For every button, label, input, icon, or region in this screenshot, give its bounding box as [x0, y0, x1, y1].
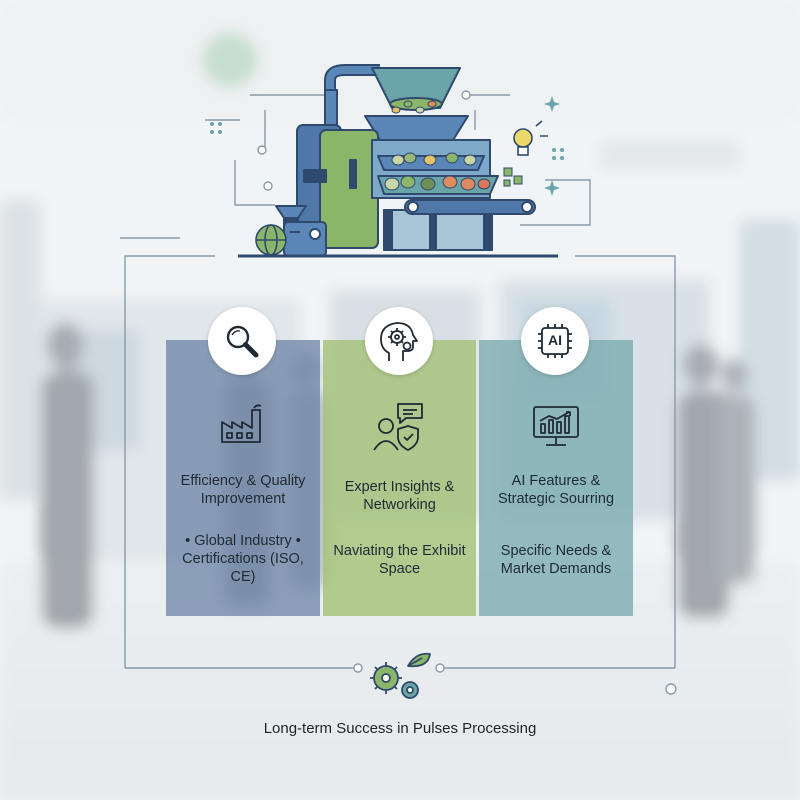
gear-head-icon	[380, 322, 418, 361]
panel-detail: Naviating the Exhibit Space	[333, 543, 466, 577]
expert-chat-shield-icon	[372, 403, 423, 451]
panel-efficiency-quality: Efficiency & Quality Improvement • Globa…	[166, 340, 320, 616]
panel-expert-insights: Expert Insights & Networking Naviating t…	[323, 340, 476, 616]
footer-tagline: Long-term Success in Pulses Processing	[263, 720, 537, 737]
panel-heading: AI Features & Strategic Sourring	[497, 473, 615, 507]
panel-detail: • Global Industry • Certifications (ISO,…	[182, 533, 304, 585]
sparkle-icon	[210, 96, 564, 196]
lightbulb-icon	[513, 120, 548, 156]
badge-gear-head	[365, 307, 433, 375]
panel-detail: Specific Needs & Market Demands	[500, 543, 612, 577]
panel-heading: Expert Insights & Networking	[344, 479, 455, 513]
factory-icon	[221, 404, 262, 443]
monitor-chart-icon	[533, 406, 579, 446]
badge-magnifier	[208, 307, 276, 375]
ai-chip-label: AI	[548, 332, 562, 348]
badge-ai-chip: AI	[521, 307, 589, 375]
panel-ai-features: AI Features & Strategic Sourring Specifi…	[479, 340, 633, 616]
globe-icon	[255, 224, 287, 256]
ai-chip-icon: AI	[535, 321, 575, 361]
magnifier-icon	[226, 325, 259, 358]
panel-heading: Efficiency & Quality Improvement	[180, 473, 306, 507]
